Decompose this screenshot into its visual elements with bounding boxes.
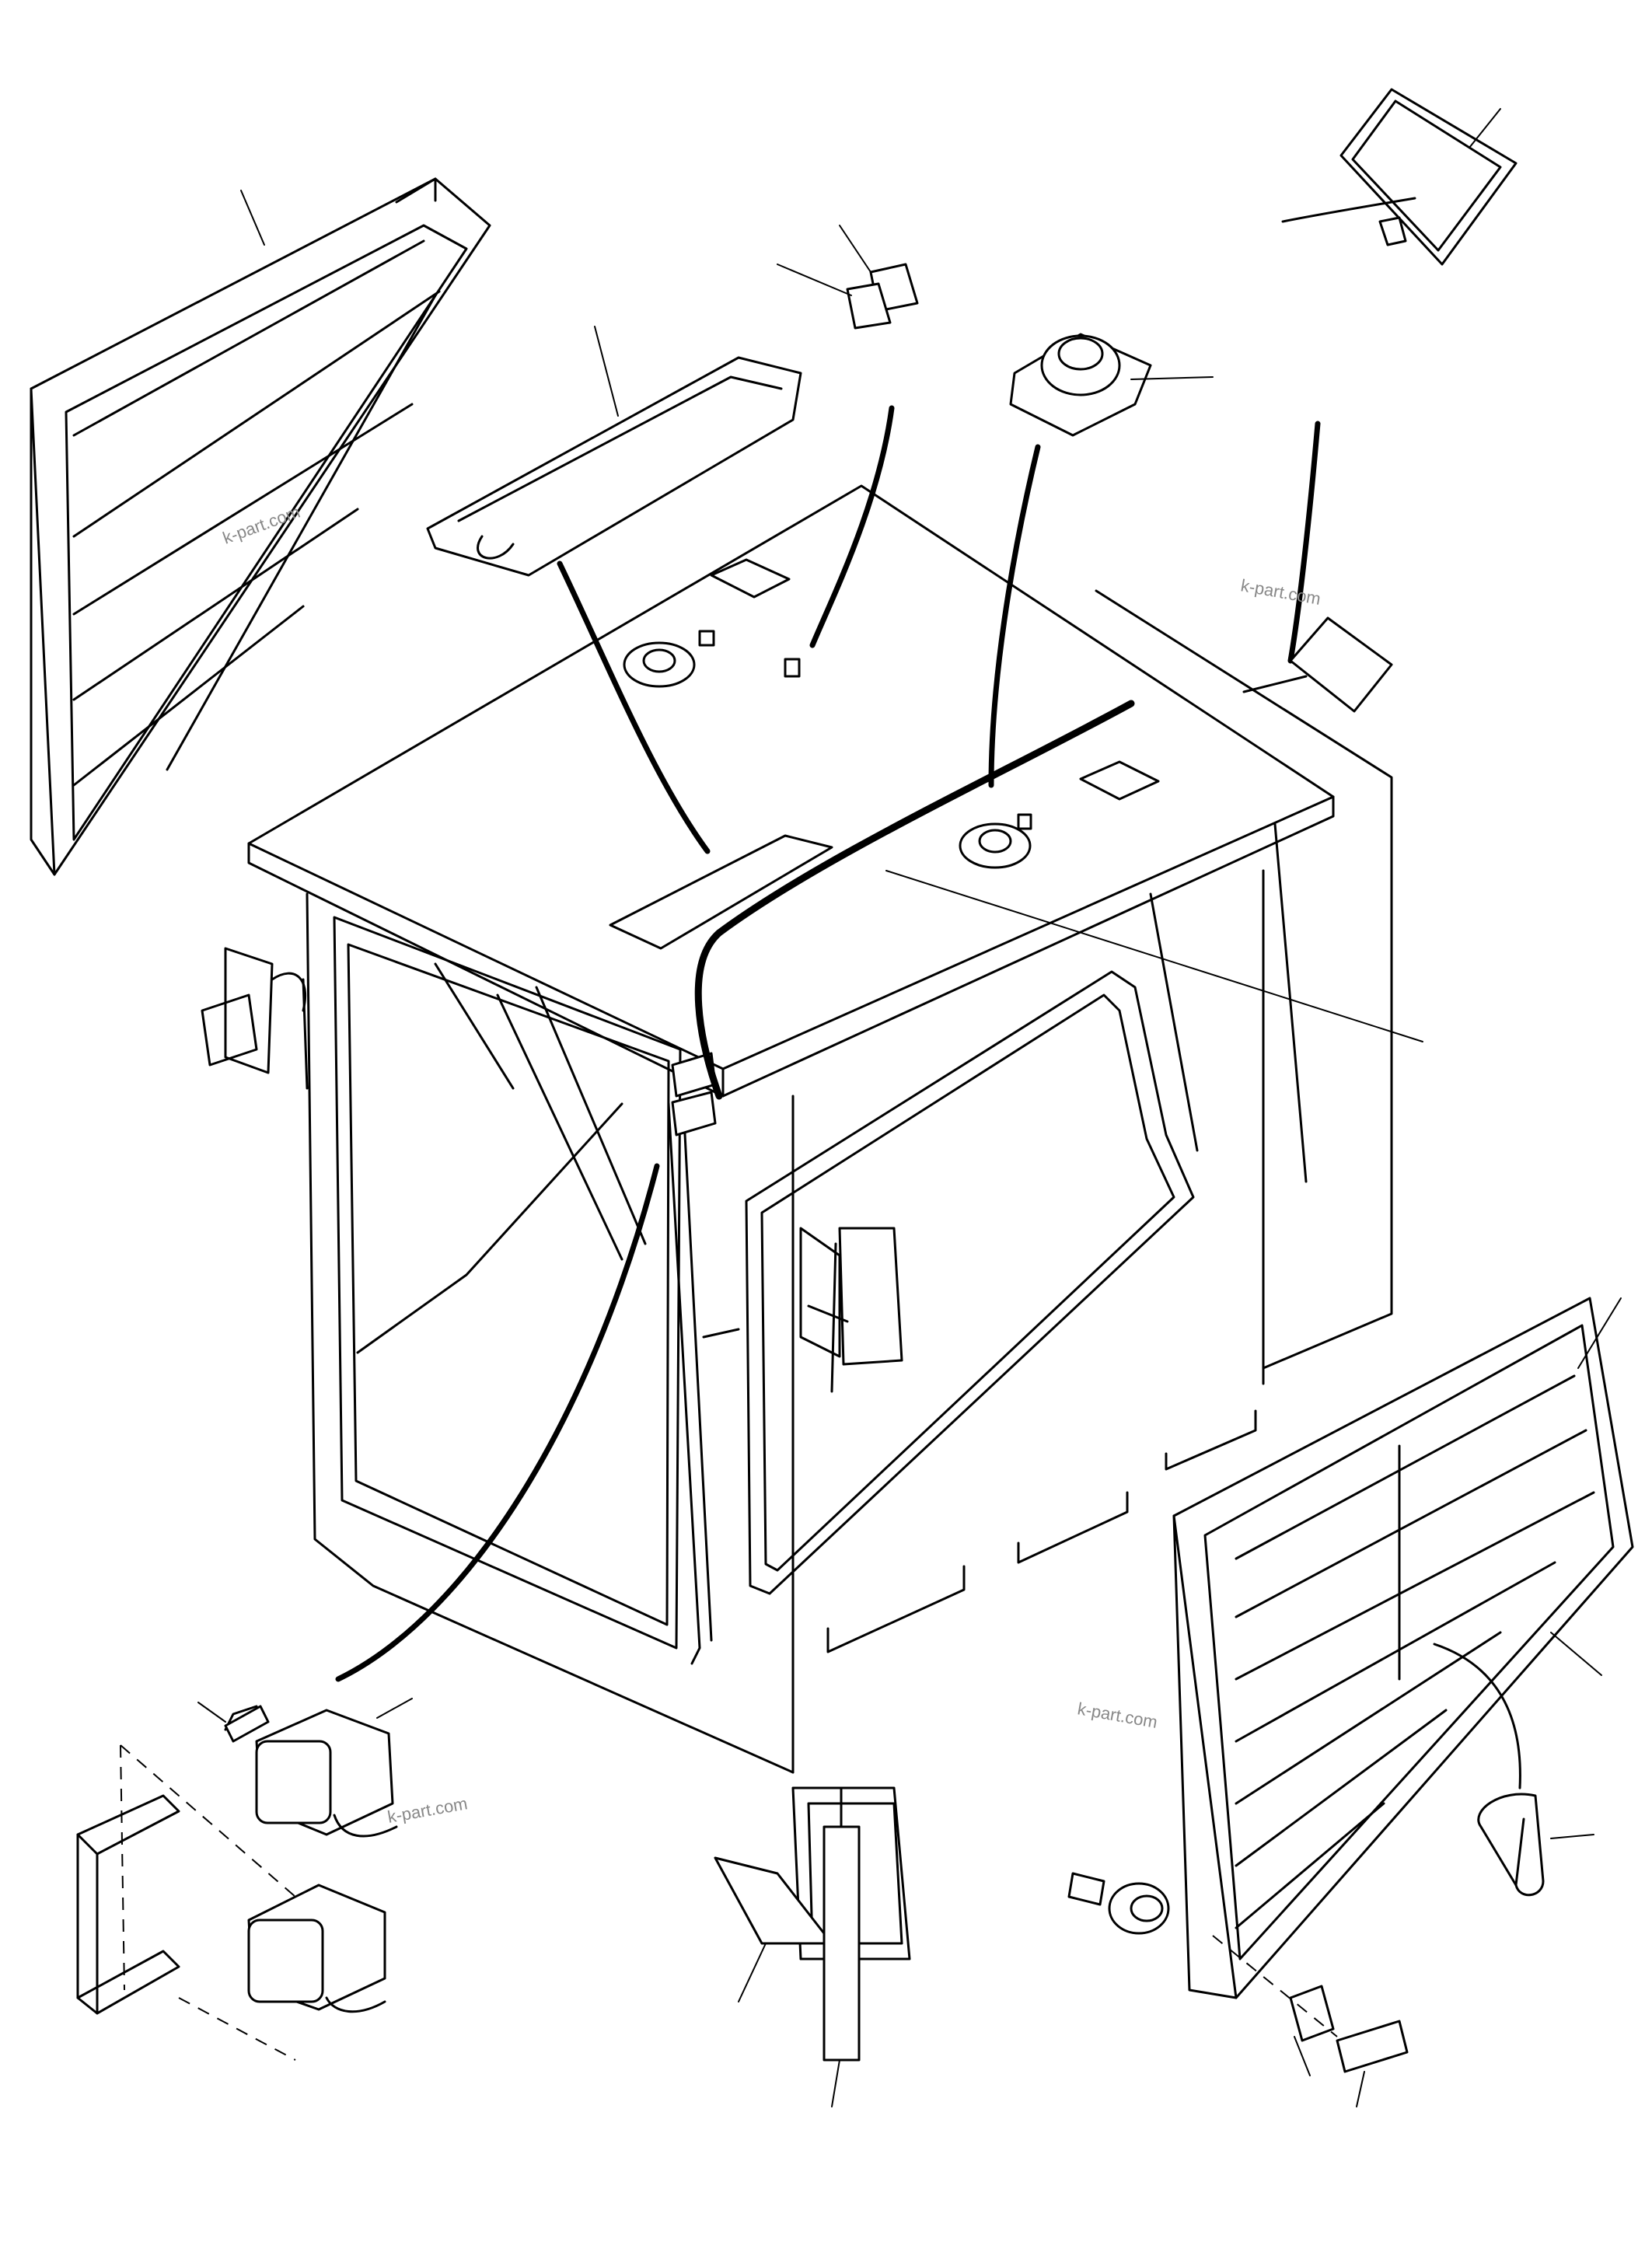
damper-hardware xyxy=(1067,1872,1409,2073)
rear-view-mirror-top xyxy=(1281,88,1518,266)
speaker xyxy=(1009,333,1152,437)
watermark: k-part.com xyxy=(386,1793,470,1827)
lamp-mounting-bracket xyxy=(76,1744,296,2061)
mirror-stay-assembly xyxy=(714,1786,911,2062)
dome-lamp xyxy=(426,356,802,577)
watermark: k-part.com xyxy=(1076,1699,1159,1732)
watermark: k-part.com xyxy=(1239,575,1322,609)
watermarks: k-part.com k-part.com k-part.com k-part.… xyxy=(220,502,1322,1827)
work-lamp-lower xyxy=(247,1884,386,2013)
rear-view-mirror-roof xyxy=(1242,616,1393,713)
side-mirror-bracket-left xyxy=(201,947,309,1090)
grab-handle xyxy=(1433,1643,1545,1897)
door-mirror-bracket xyxy=(702,1227,903,1393)
leader-lines xyxy=(197,108,1622,2107)
cab-body xyxy=(247,405,1393,1774)
switch-pair xyxy=(846,263,919,330)
work-lamp-upper xyxy=(224,1705,398,1838)
louver-screen-left xyxy=(30,177,491,876)
bulb xyxy=(224,1705,270,1743)
louver-screen-right xyxy=(1172,1297,1634,1999)
